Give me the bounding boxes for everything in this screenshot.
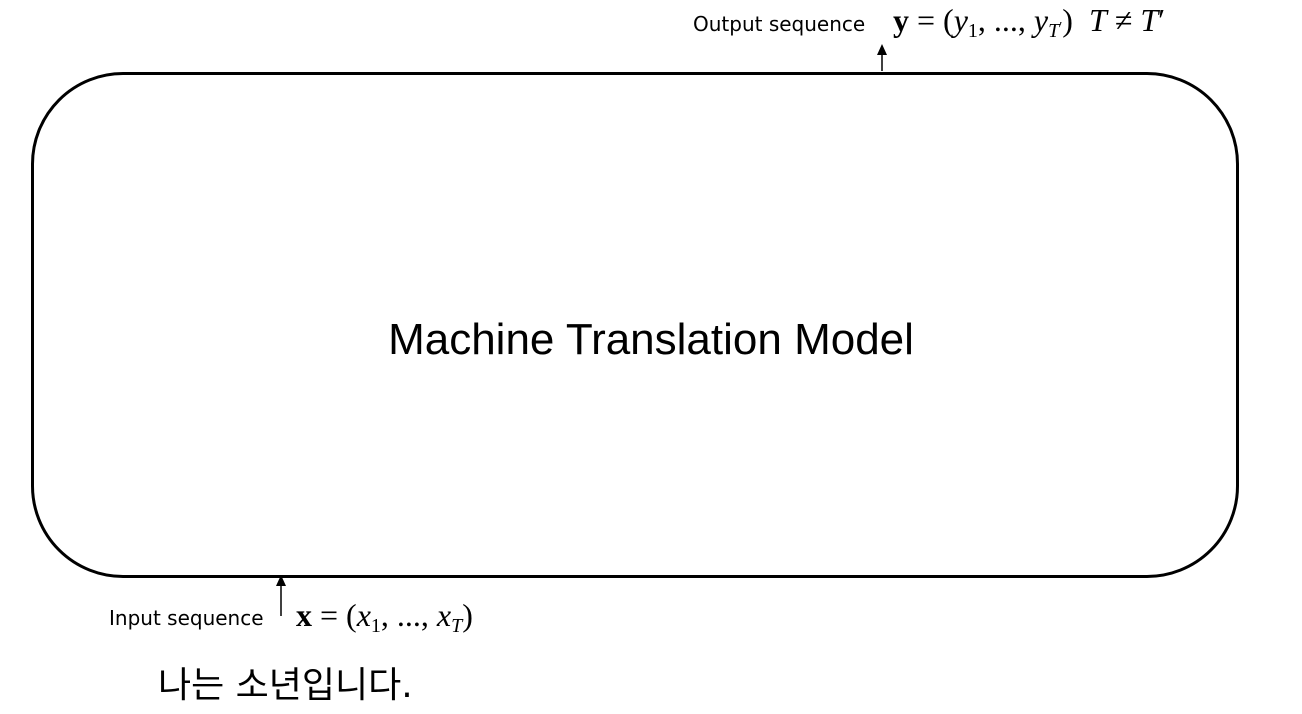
input-close: ) (462, 597, 473, 633)
input-sequence-label: Input sequence (109, 606, 264, 630)
constraint-right: T (1140, 2, 1159, 38)
constraint-op: ≠ (1106, 2, 1141, 38)
output-sequence-label: Output sequence (693, 12, 866, 36)
constraint-left: T (1088, 2, 1107, 38)
output-sep: , ..., (977, 2, 1034, 38)
output-eq: = ( (917, 2, 954, 38)
input-arrow (276, 575, 286, 616)
output-var-last: y (1033, 2, 1049, 38)
output-sub-last-prime: ′ (1059, 20, 1063, 35)
output-arrow (877, 44, 887, 71)
output-sequence-formula: y = (y1, ..., yT′) T ≠ T′ (893, 2, 1166, 42)
output-sub-last: T (1048, 20, 1060, 42)
output-sub-first: 1 (967, 20, 978, 42)
model-box (31, 72, 1239, 578)
input-bold-var: x (296, 597, 312, 633)
input-var-last: x (436, 597, 452, 633)
input-sub-last: T (451, 615, 463, 637)
input-eq: = ( (320, 597, 357, 633)
model-title: Machine Translation Model (388, 315, 914, 364)
input-var-first: x (356, 597, 371, 633)
input-sub-first: 1 (370, 615, 381, 637)
constraint-right-prime: ′ (1158, 2, 1166, 38)
input-sequence-formula: x = (x1, ..., xT) (296, 597, 473, 637)
output-bold-var: y (893, 2, 909, 38)
output-var-first: y (953, 2, 968, 38)
output-close: ) (1062, 2, 1073, 38)
input-example-sentence: 나는 소년입니다. (158, 665, 413, 706)
input-sep: , ..., (380, 597, 437, 633)
